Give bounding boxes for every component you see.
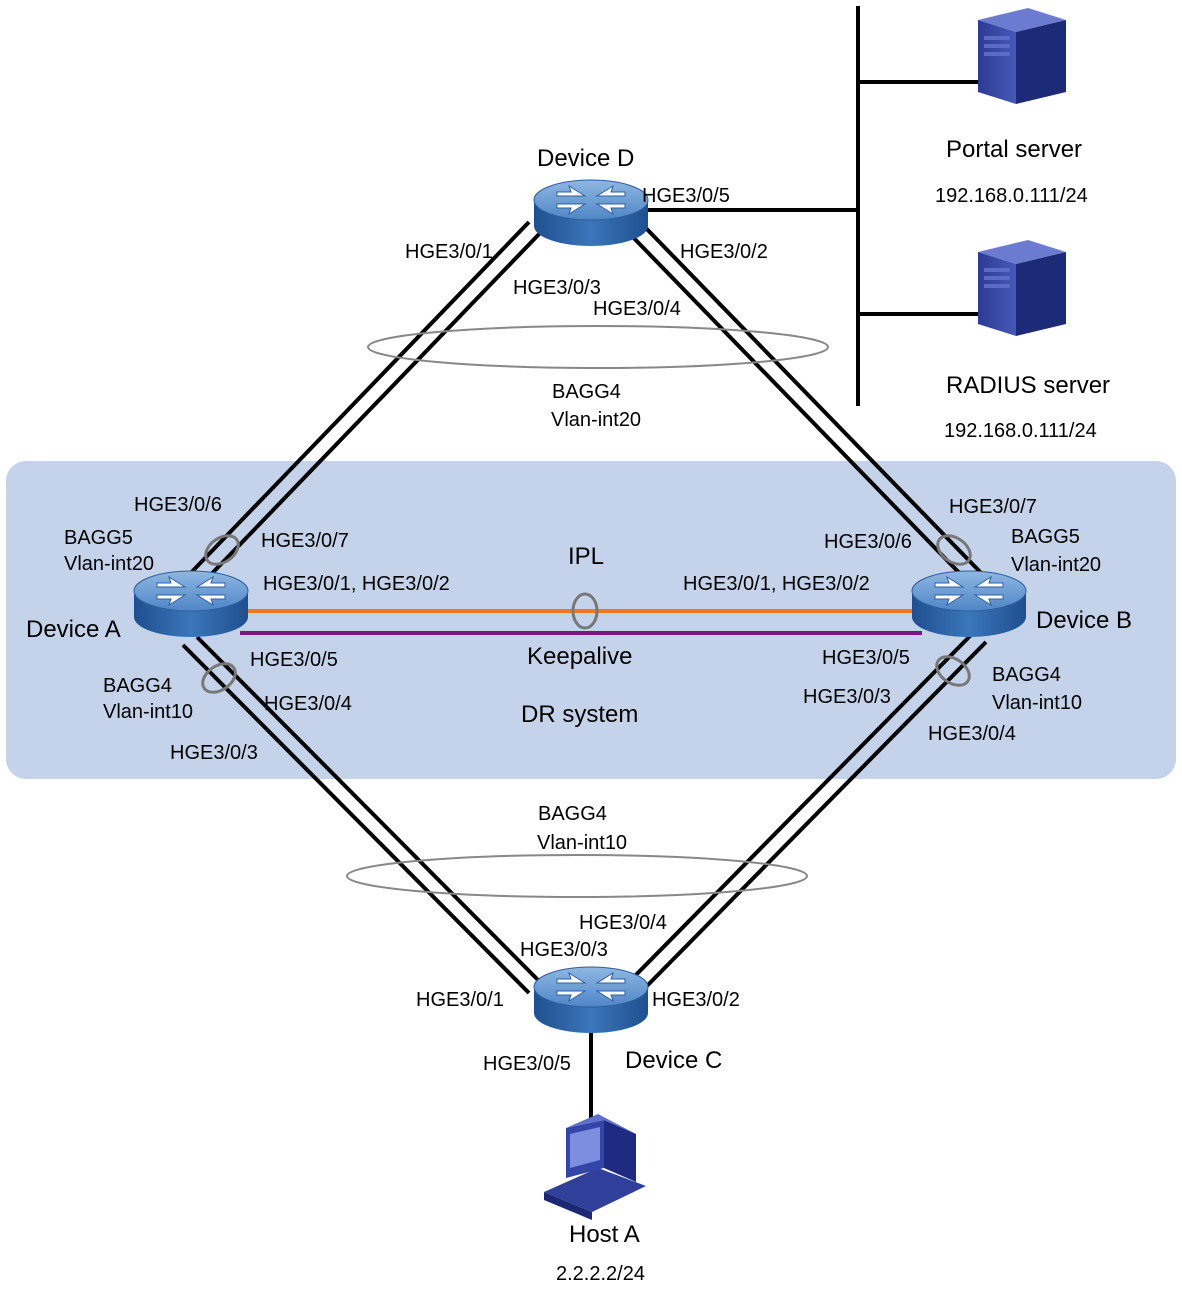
portal-server-icon[interactable]	[978, 8, 1066, 104]
port-d-hge3: HGE3/0/3	[513, 277, 601, 299]
port-a-hge6: HGE3/0/6	[134, 494, 222, 516]
b-bottom-bagg-label: BAGG4	[992, 664, 1061, 686]
top-aggregation-ring	[367, 325, 829, 369]
port-c-hge3: HGE3/0/3	[520, 939, 608, 961]
server-bus	[640, 6, 978, 406]
dr-system-label: DR system	[521, 701, 638, 728]
link-d-a	[181, 220, 545, 591]
keepalive-label: Keepalive	[527, 643, 632, 670]
radius-server-label: RADIUS server	[946, 372, 1110, 399]
device-a-label: Device A	[26, 616, 121, 643]
b-top-bagg-label: BAGG5	[1011, 526, 1080, 548]
a-top-vlan-label: Vlan-int20	[64, 553, 154, 575]
a-bottom-bagg-label: BAGG4	[103, 675, 172, 697]
port-d-hge4: HGE3/0/4	[593, 298, 681, 320]
port-c-hge1: HGE3/0/1	[416, 989, 504, 1011]
port-d-hge5: HGE3/0/5	[642, 185, 730, 207]
top-vlan-label: Vlan-int20	[551, 409, 641, 431]
port-c-hge5: HGE3/0/5	[483, 1053, 571, 1075]
bottom-aggregation-ring	[346, 854, 808, 898]
link-b-c	[624, 632, 988, 995]
port-a-hge3: HGE3/0/3	[170, 742, 258, 764]
link-d-b	[624, 220, 988, 588]
device-b-icon[interactable]	[911, 570, 1027, 638]
bottom-bagg-label: BAGG4	[538, 803, 607, 825]
portal-server-ip: 192.168.0.111/24	[935, 185, 1088, 207]
device-b-label: Device B	[1036, 607, 1132, 634]
host-a-label: Host A	[569, 1221, 640, 1248]
port-b-hge7: HGE3/0/7	[949, 496, 1037, 518]
dr-system-area	[6, 461, 1176, 779]
port-a-hge4: HGE3/0/4	[264, 693, 352, 715]
device-d-label: Device D	[537, 145, 634, 172]
host-a-ip: 2.2.2.2/24	[556, 1263, 645, 1285]
bottom-vlan-label: Vlan-int10	[537, 832, 627, 854]
device-d-icon[interactable]	[533, 179, 649, 247]
port-b-hge12: HGE3/0/1, HGE3/0/2	[683, 573, 870, 595]
device-c-label: Device C	[625, 1047, 722, 1074]
port-a-hge12: HGE3/0/1, HGE3/0/2	[263, 573, 450, 595]
a-top-bagg-label: BAGG5	[64, 527, 133, 549]
port-b-hge3: HGE3/0/3	[803, 686, 891, 708]
port-b-hge5: HGE3/0/5	[822, 647, 910, 669]
port-b-hge6: HGE3/0/6	[824, 531, 912, 553]
portal-server-label: Portal server	[946, 136, 1082, 163]
ipl-aggregation-ring	[571, 592, 599, 630]
link-a-c	[181, 635, 545, 995]
b-bottom-aggregation-ring	[935, 655, 971, 687]
a-bottom-vlan-label: Vlan-int10	[103, 701, 193, 723]
b-top-aggregation-ring	[936, 534, 972, 566]
a-bottom-aggregation-ring	[201, 662, 237, 694]
ipl-label: IPL	[568, 543, 604, 570]
port-a-hge7: HGE3/0/7	[261, 530, 349, 552]
b-bottom-vlan-label: Vlan-int10	[992, 692, 1082, 714]
port-d-hge1: HGE3/0/1	[405, 241, 493, 263]
b-top-vlan-label: Vlan-int20	[1011, 554, 1101, 576]
port-a-hge5: HGE3/0/5	[250, 649, 338, 671]
top-bagg-label: BAGG4	[552, 381, 621, 403]
a-top-aggregation-ring	[204, 534, 240, 566]
port-b-hge4: HGE3/0/4	[928, 723, 1016, 745]
port-d-hge2: HGE3/0/2	[680, 241, 768, 263]
port-c-hge2: HGE3/0/2	[652, 989, 740, 1011]
port-c-hge4: HGE3/0/4	[579, 912, 667, 934]
device-c-icon[interactable]	[533, 966, 649, 1034]
radius-server-ip: 192.168.0.111/24	[944, 420, 1097, 442]
device-a-icon[interactable]	[133, 570, 249, 638]
radius-server-icon[interactable]	[978, 240, 1066, 336]
host-pc-icon[interactable]	[544, 1114, 646, 1220]
